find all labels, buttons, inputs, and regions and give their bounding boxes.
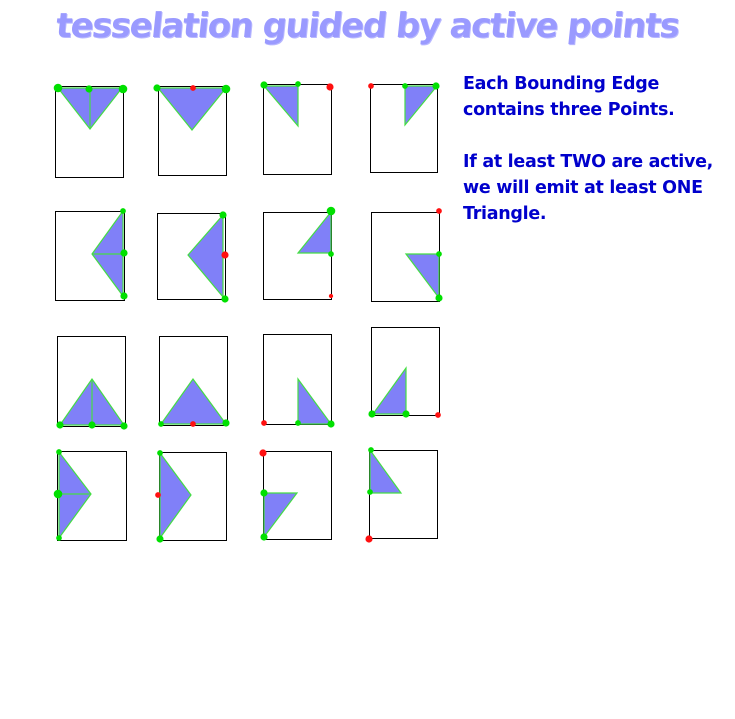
inactive-point xyxy=(328,293,334,299)
active-point xyxy=(88,421,96,429)
active-point xyxy=(120,208,126,214)
inactive-point xyxy=(436,208,442,214)
active-point xyxy=(120,249,128,257)
active-point xyxy=(295,420,301,426)
active-point xyxy=(158,421,164,427)
inactive-point xyxy=(221,251,229,259)
emitted-triangle xyxy=(159,451,192,540)
active-point xyxy=(368,410,376,418)
active-point xyxy=(157,450,163,456)
emitted-triangle xyxy=(404,253,440,300)
active-point xyxy=(260,489,268,497)
active-point xyxy=(368,447,374,453)
active-point xyxy=(56,449,62,455)
active-point xyxy=(156,535,164,543)
active-point xyxy=(402,410,410,418)
active-point xyxy=(56,535,62,541)
tessellation-case-9 xyxy=(56,336,128,430)
active-point xyxy=(120,292,128,300)
inactive-point xyxy=(365,535,373,543)
active-point xyxy=(295,81,301,87)
tessellation-case-8 xyxy=(371,208,443,302)
tessellation-case-10 xyxy=(158,336,230,427)
active-point xyxy=(219,211,227,219)
inactive-point xyxy=(261,420,267,426)
tessellation-case-1 xyxy=(53,83,128,178)
tessellation-case-16 xyxy=(365,447,438,543)
active-point xyxy=(153,84,161,92)
emitted-triangle xyxy=(159,377,228,425)
active-point xyxy=(53,83,63,93)
tessellation-case-11 xyxy=(261,334,335,428)
inactive-point xyxy=(368,83,374,89)
emitted-triangle xyxy=(404,85,439,127)
active-point xyxy=(221,295,229,303)
note-bounding-edge: Each Bounding Edge contains three Points… xyxy=(463,74,675,120)
active-point xyxy=(432,82,440,90)
active-point xyxy=(53,489,63,499)
emitted-triangle xyxy=(187,213,224,299)
active-point xyxy=(260,81,268,89)
inactive-point xyxy=(155,492,161,498)
inactive-point xyxy=(326,83,334,91)
emitted-triangle xyxy=(156,87,228,131)
active-point xyxy=(435,294,443,302)
active-point xyxy=(222,419,230,427)
inactive-point xyxy=(259,449,267,457)
emitted-triangle xyxy=(262,85,299,128)
emitted-triangle xyxy=(296,210,332,254)
active-point xyxy=(326,206,336,216)
active-point xyxy=(260,533,268,541)
tessellation-case-15 xyxy=(259,449,332,541)
active-point xyxy=(221,84,231,94)
inactive-point xyxy=(190,85,196,91)
inactive-point xyxy=(435,412,441,418)
emitted-triangle xyxy=(263,492,299,539)
emitted-triangle xyxy=(371,366,407,415)
tessellation-case-7 xyxy=(263,206,336,300)
tessellation-case-5 xyxy=(55,208,128,301)
active-point xyxy=(118,84,128,94)
active-point xyxy=(367,489,373,495)
active-point xyxy=(436,251,442,257)
active-point xyxy=(402,83,408,89)
active-point xyxy=(327,420,335,428)
tessellation-case-2 xyxy=(153,84,231,176)
tessellation-case-6 xyxy=(157,211,229,303)
emitted-triangle xyxy=(297,377,333,425)
emitted-triangle xyxy=(369,448,403,494)
note-active-rule: If at least TWO are active, we will emit… xyxy=(463,152,714,224)
tessellation-case-4 xyxy=(368,82,440,173)
active-point xyxy=(120,422,128,430)
tessellation-case-13 xyxy=(53,449,127,541)
active-point xyxy=(56,421,64,429)
tessellation-case-14 xyxy=(155,450,227,543)
inactive-point xyxy=(190,421,196,427)
active-point xyxy=(85,85,93,93)
tessellation-case-12 xyxy=(368,327,441,418)
tessellation-case-3 xyxy=(260,81,334,175)
active-point xyxy=(328,251,334,257)
emitted-triangle xyxy=(58,450,92,540)
